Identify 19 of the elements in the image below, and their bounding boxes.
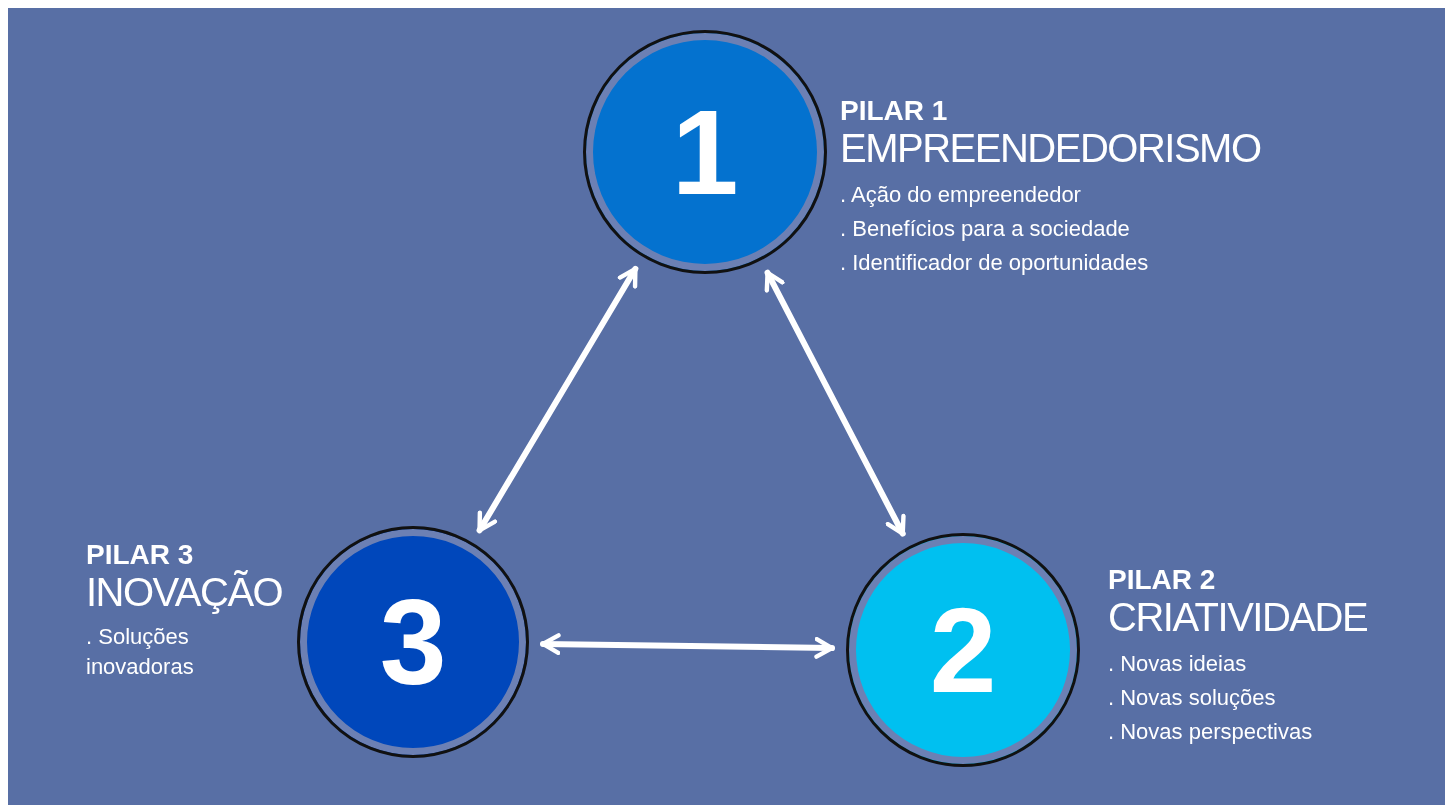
- pillar-heading: PILAR 1: [840, 96, 949, 126]
- bullet-item: . Novas ideias: [1108, 650, 1248, 678]
- double-arrow: [476, 265, 639, 534]
- circle-number: 1: [671, 92, 739, 212]
- bullet-item: . Novas soluções: [1108, 684, 1277, 712]
- double-arrow: [764, 269, 906, 537]
- pillar-title: CRIATIVIDADE: [1108, 595, 1368, 639]
- circle-number: 2: [929, 590, 997, 710]
- double-arrow: [540, 633, 835, 659]
- pillar-heading: PILAR 3: [86, 540, 195, 570]
- pillar-title: EMPREENDEDORISMO: [840, 126, 1261, 170]
- bullet-item: . Novas perspectivas: [1108, 718, 1314, 746]
- circle-number: 3: [379, 582, 447, 702]
- bullet-item: . Ação do empreendedor: [840, 181, 1082, 209]
- pillar-heading: PILAR 2: [1108, 565, 1217, 595]
- bullet-item: . Benefícios para a sociedade: [840, 215, 1131, 243]
- bullet-item: . Soluções inovadoras: [86, 623, 195, 681]
- bullet-item: . Identificador de oportunidades: [840, 249, 1150, 277]
- pillar-title: INOVAÇÃO: [86, 570, 283, 614]
